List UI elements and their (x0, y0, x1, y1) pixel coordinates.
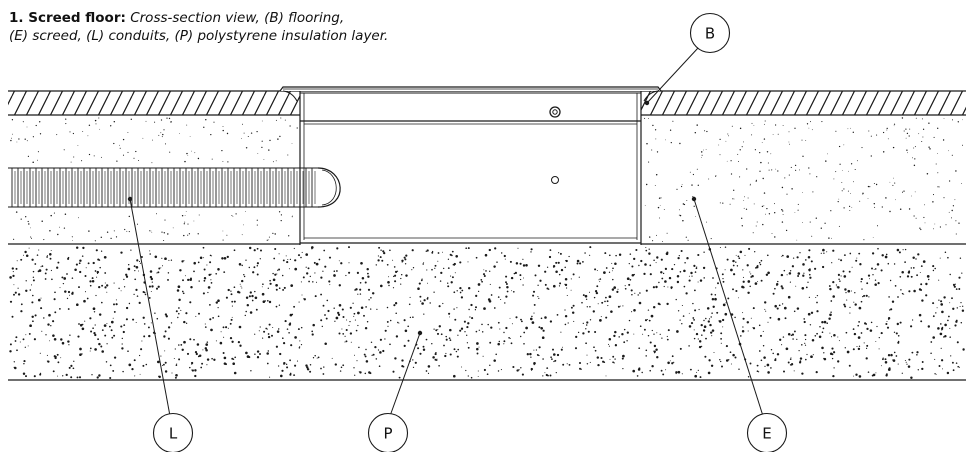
callout-p-label: P (383, 425, 392, 443)
leader-lines (127, 47, 764, 417)
callout-l: L (152, 412, 194, 452)
leader-line-e (693, 198, 764, 417)
leader-line-b (646, 47, 699, 104)
insulation-texture (9, 246, 965, 380)
corrugated-conduit (8, 167, 341, 208)
leader-line-p (389, 332, 421, 417)
leader-line-l (129, 198, 171, 417)
flooring-hatch-left (8, 91, 300, 115)
screw-icon (549, 106, 561, 118)
caption-text-1: Cross-section view, (B) flooring, (130, 10, 345, 26)
callout-p: P (367, 412, 409, 452)
caption-line-1: 1. Screed floor: Cross-section view, (B)… (9, 9, 388, 27)
callout-l-label: L (169, 425, 178, 443)
figure-caption: 1. Screed floor: Cross-section view, (B)… (9, 9, 388, 45)
callout-e: E (746, 412, 788, 452)
callout-b-label: B (705, 25, 715, 43)
caption-number: 1. Screed floor: (9, 10, 126, 26)
conduit-end-cap (317, 167, 341, 208)
insulation-layer (8, 246, 966, 381)
caption-text-2: (E) screed, (L) conduits, (P) polystyren… (9, 28, 389, 44)
screed-texture (10, 117, 964, 242)
floor-box (279, 86, 662, 245)
box-hole (551, 176, 559, 184)
flooring-hatch-right (641, 91, 966, 115)
flooring-layer (8, 90, 966, 116)
callout-b: B (689, 12, 731, 54)
callout-e-label: E (762, 425, 771, 443)
